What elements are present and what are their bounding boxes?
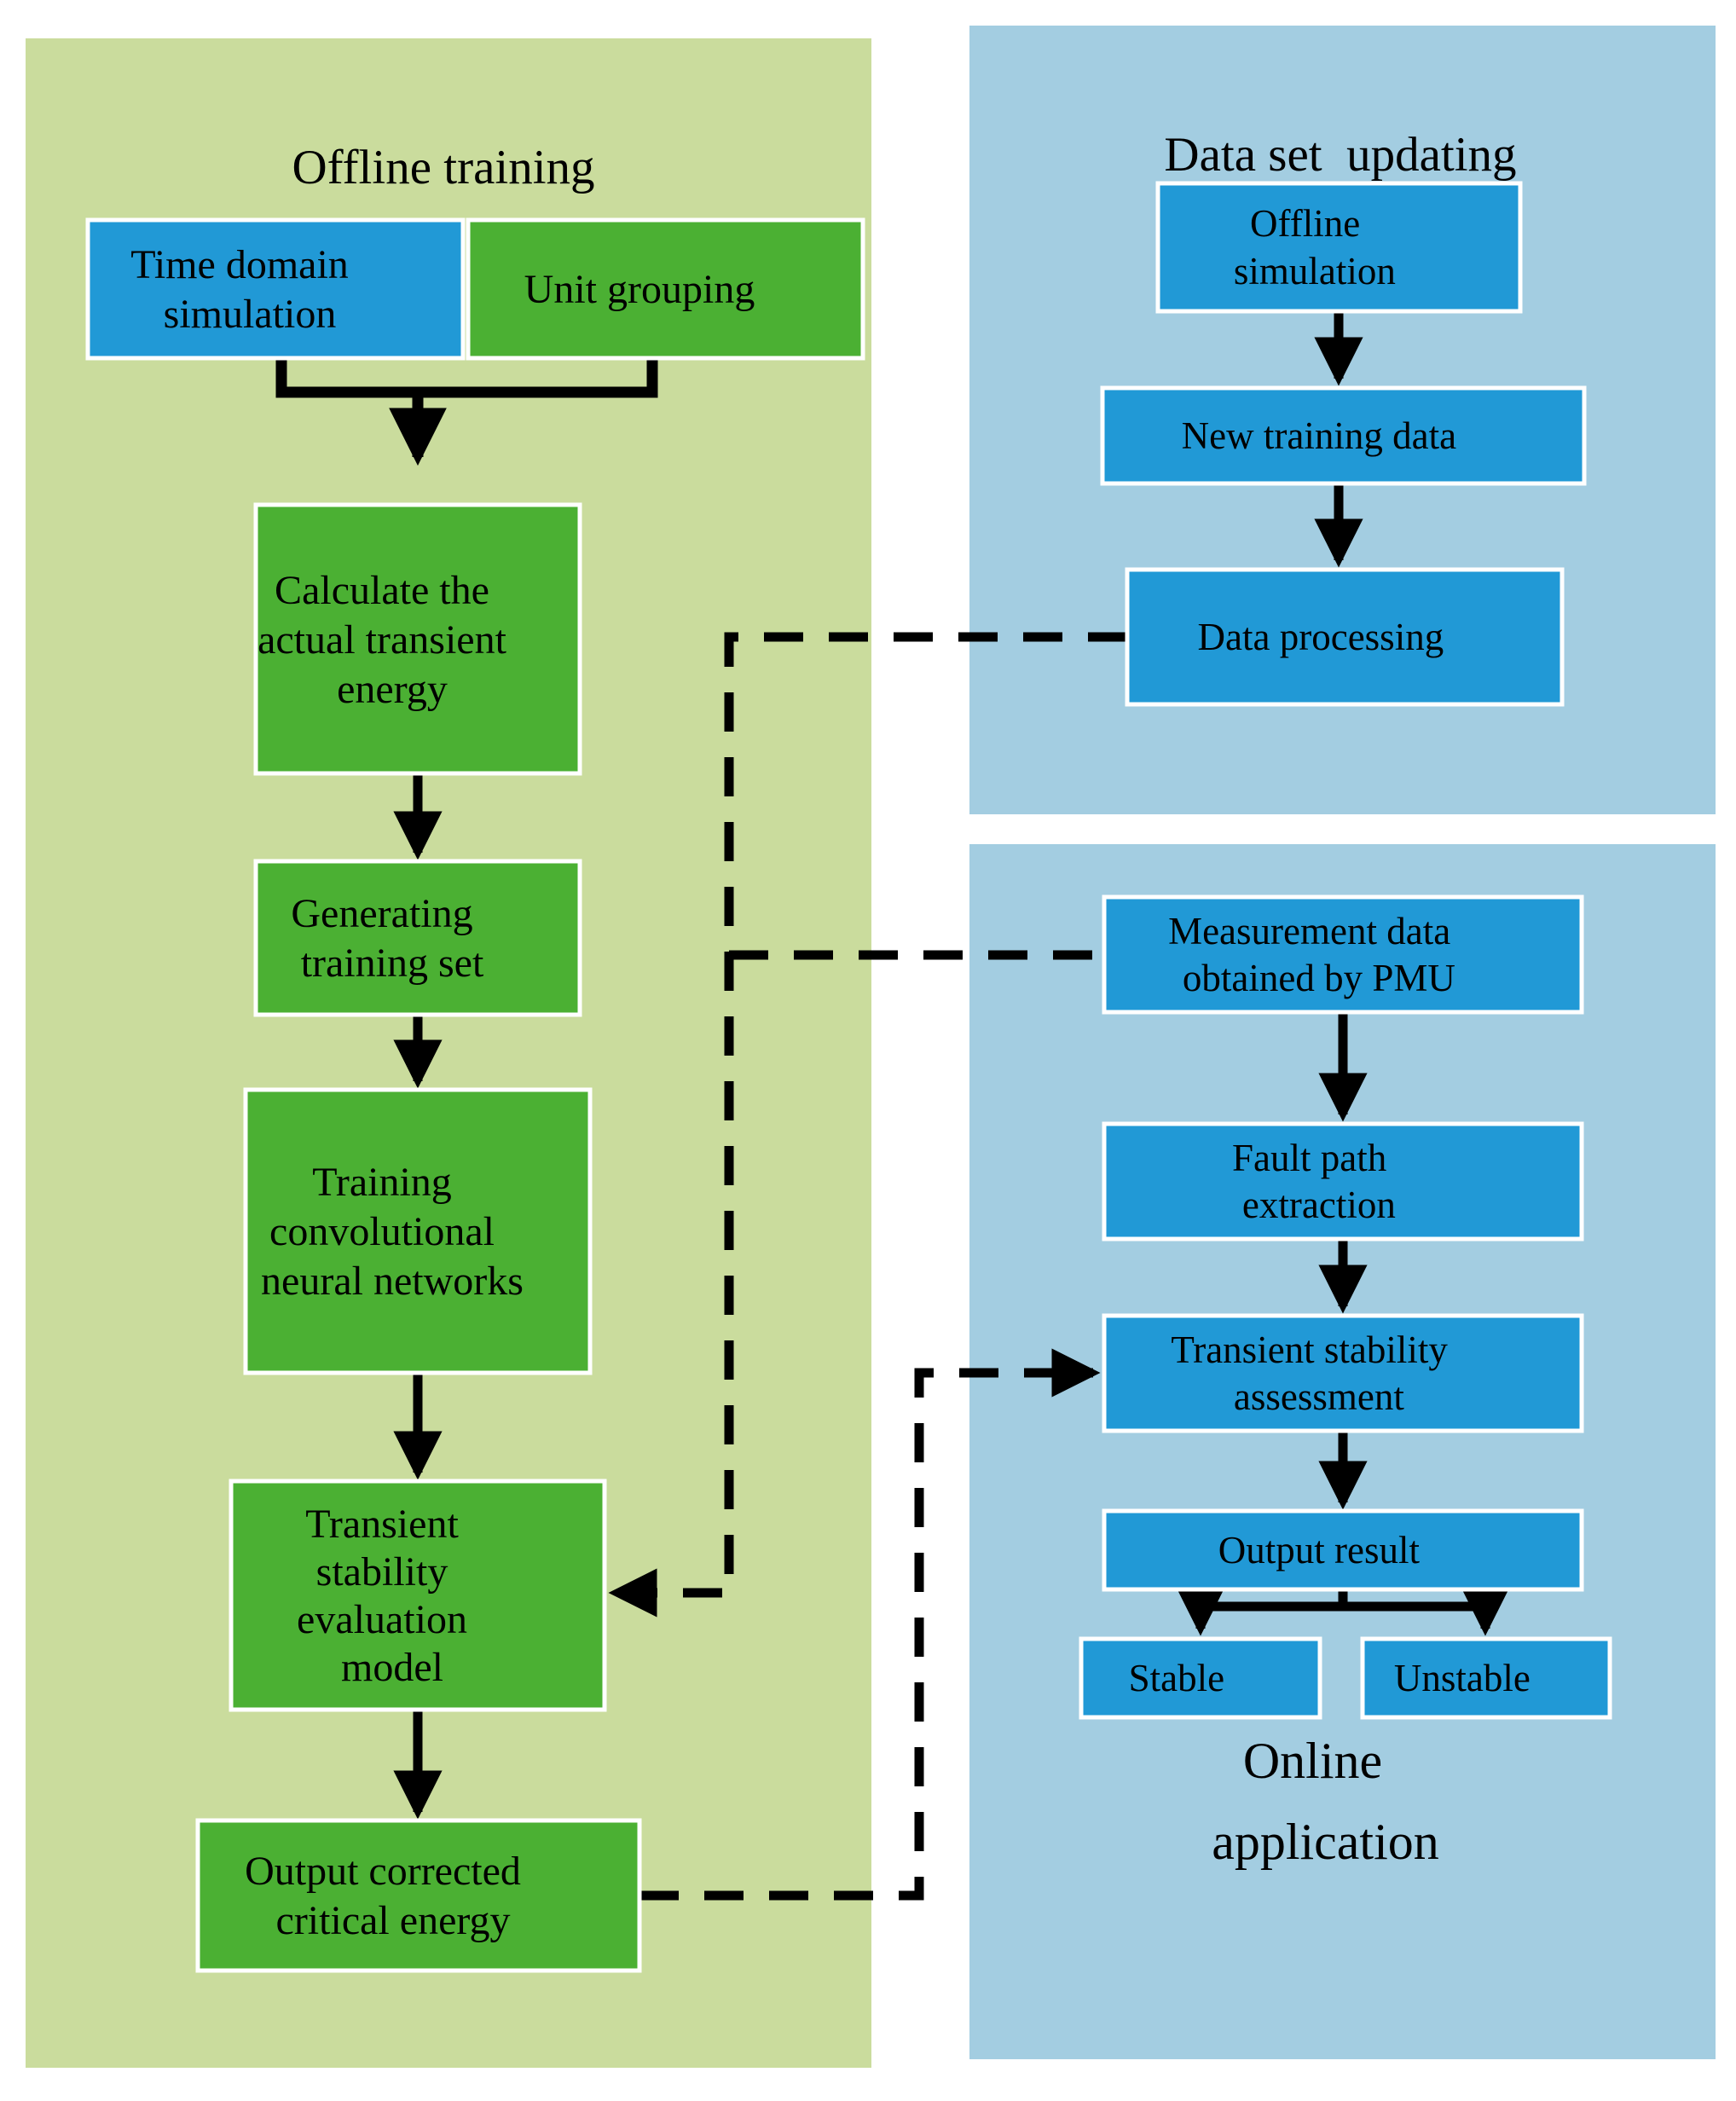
label-line: Time domain (130, 242, 349, 287)
node-unstable-box (1360, 1636, 1612, 1720)
connector-result-branch (1201, 1589, 1485, 1612)
node-assessment-label: Transient stability assessment (1171, 1328, 1448, 1418)
label-line: Training (312, 1160, 452, 1205)
label-line: Fault path (1232, 1137, 1386, 1179)
node-calculate-box (253, 502, 582, 776)
title-dataset-updating: Data set updating (1164, 128, 1516, 182)
title-online-line2: application (1212, 1814, 1439, 1870)
label-line: stability (316, 1549, 448, 1595)
node-generating-training-set: Generating training set (0, 0, 582, 1017)
node-stable-box (1079, 1636, 1322, 1720)
node-output-result-label: Output result (1218, 1529, 1421, 1571)
label-line: Offline (1250, 202, 1360, 245)
label-line: model (341, 1645, 443, 1690)
node-assessment-box (1102, 1313, 1584, 1433)
node-calculate-actual-transient-energy: Calculate the actual transient energy (0, 0, 582, 776)
node-data-processing: Data processing (0, 0, 1565, 707)
node-new-training-data-label: New training data (0, 0, 1504, 457)
node-measurement-box (1102, 894, 1584, 1015)
node-new-training-data: New training data (0, 0, 1587, 486)
node-time-domain-simulation-label: Time domain simulation (0, 0, 420, 337)
node-transient-stability-evaluation-model: Transient stability evaluation model (0, 0, 607, 1712)
label-line: New training data (1182, 414, 1456, 457)
node-fault-path-extraction: Fault path extraction (0, 0, 1584, 1242)
node-measurement-label: Measurement data obtained by PMU (0, 0, 1518, 999)
label-line: Transient (305, 1502, 459, 1547)
label-line: Unit grouping (524, 267, 755, 312)
node-stable: Stable (1079, 1636, 1322, 1720)
node-measurement-data-pmu: Measurement data obtained by PMU (0, 0, 1584, 1015)
label-line: neural networks (261, 1259, 524, 1304)
title-online-line1: Online (1243, 1733, 1382, 1789)
node-data-processing-box (1125, 567, 1565, 707)
label-line: extraction (1242, 1184, 1396, 1226)
node-generating-box (253, 859, 582, 1017)
dashed-output-to-assessment (639, 1348, 1101, 1901)
node-time-domain-simulation-box (85, 217, 466, 361)
title-offline-training: Offline training (292, 141, 594, 194)
node-fault-path-box (1102, 1121, 1584, 1242)
label-line: simulation (164, 292, 337, 337)
node-unit-grouping-label: Unit grouping (0, 0, 806, 312)
node-output-corrected-critical-energy: Output corrected critical energy (0, 0, 642, 1973)
node-output-result-box (1102, 1508, 1584, 1592)
node-unit-grouping-box (466, 217, 865, 361)
node-unstable-label: Unstable (1394, 1657, 1531, 1699)
dashed-processing-to-evaluation-model (608, 632, 1127, 1618)
node-generating-label: Generating training set (0, 0, 545, 986)
node-offline-simulation-label: Offline simulation (0, 0, 1444, 292)
title-online-application: Online application (1212, 1733, 1439, 1870)
node-calculate-label: Calculate the actual transient energy (0, 0, 578, 712)
label-line: assessment (1234, 1375, 1404, 1418)
label-line: actual transient (258, 617, 507, 663)
node-unstable: Unstable (1360, 1636, 1612, 1720)
label-line: convolutional (269, 1209, 495, 1254)
node-training-cnn-box (243, 1087, 593, 1375)
node-training-cnn-label: Training convolutional neural networks (0, 0, 575, 1304)
label-line: Measurement data (1168, 910, 1450, 952)
label-line: training set (301, 941, 484, 986)
label-line: Output result (1218, 1529, 1421, 1571)
node-output-corrected-box (195, 1818, 642, 1973)
label-line: simulation (1234, 250, 1396, 292)
label-line: Transient stability (1171, 1328, 1448, 1371)
label-line: Data processing (1198, 616, 1444, 658)
node-evaluation-model-box (229, 1479, 607, 1712)
label-line: Output corrected (245, 1849, 521, 1894)
node-time-domain-simulation: Time domain simulation (0, 0, 466, 361)
node-transient-stability-assessment: Transient stability assessment (1102, 1313, 1584, 1433)
connector-merge-lines (275, 358, 658, 398)
label-line: Unstable (1394, 1657, 1531, 1699)
label-line: Generating (291, 891, 472, 936)
label-line: Stable (1129, 1657, 1224, 1699)
label-line: Calculate the (275, 568, 489, 613)
node-offline-simulation-box (1155, 181, 1523, 314)
node-output-result: Output result (1102, 1508, 1584, 1592)
node-stable-label: Stable (1129, 1657, 1224, 1699)
label-line: obtained by PMU (1183, 957, 1455, 999)
node-offline-simulation: Offline simulation (0, 0, 1523, 314)
node-fault-path-label: Fault path extraction (0, 0, 1454, 1226)
label-line: energy (337, 667, 448, 712)
node-unit-grouping: Unit grouping (0, 0, 865, 361)
node-data-processing-label: Data processing (0, 0, 1491, 658)
label-line: critical energy (276, 1898, 511, 1943)
node-new-training-data-box (1100, 385, 1587, 486)
node-evaluation-model-label: Transient stability evaluation model (0, 0, 539, 1690)
node-output-corrected-label: Output corrected critical energy (0, 0, 593, 1943)
label-line: evaluation (297, 1597, 467, 1642)
node-training-cnn: Training convolutional neural networks (0, 0, 593, 1375)
